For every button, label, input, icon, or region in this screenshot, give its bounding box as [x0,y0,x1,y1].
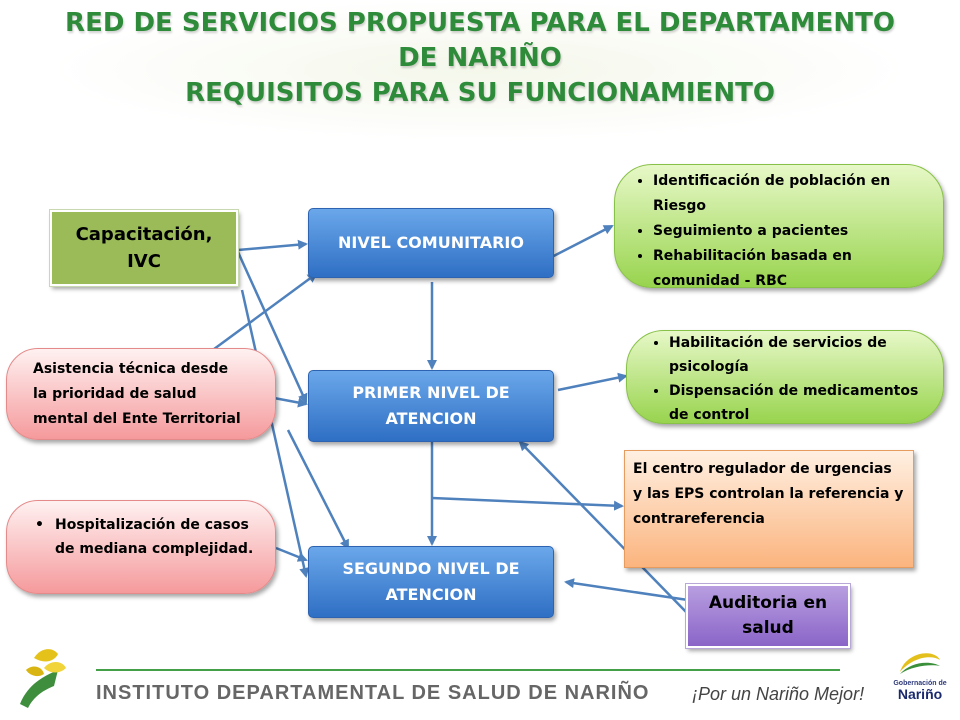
comunitario-action-item: Seguimiento a pacientes [653,219,923,244]
primer-nivel-actions-list: Habilitación de servicios de psicología … [639,331,925,427]
comunitario-actions-box: Identificación de población en Riesgo Se… [614,164,944,289]
arrow-primer-to-green [557,372,628,392]
page-title: RED DE SERVICIOS PROPUESTA PARA EL DEPAR… [40,6,920,111]
gobernacion-logo-line-1: Gobernación de [893,680,947,687]
nivel-comunitario-box: NIVEL COMUNITARIO [308,208,554,278]
centro-regulador-text: El centro regulador de urgencias y las E… [633,461,904,527]
segundo-nivel-box: SEGUNDO NIVEL DE ATENCION [308,546,554,618]
primer-nivel-box: PRIMER NIVEL DE ATENCION [308,370,554,442]
bullet-icon: • [35,517,44,533]
asistencia-line-3: mental del Ente Territorial [33,411,241,427]
auditoria-line-1: Auditoria en [708,593,828,613]
hospitalizacion-box: • Hospitalización de casos de mediana co… [6,500,276,594]
comunitario-actions-list: Identificación de población en Riesgo Se… [623,169,923,294]
primer-nivel-action-item: Habilitación de servicios de psicología [669,331,925,379]
arrow-auditoria-to-primer [518,440,691,617]
auditoria-line-2: salud [742,618,794,638]
asistencia-line-1: Asistencia técnica desde [33,361,229,377]
hospitalizacion-line-1: Hospitalización de casos [55,517,249,533]
capacitacion-line-2: IVC [127,251,161,272]
centro-regulador-box: El centro regulador de urgencias y las E… [624,450,914,568]
arrow-capacitacion-to-segundo [240,289,310,578]
arrow-asistencia-to-comunitario [209,272,318,354]
comunitario-action-item: Rehabilitación basada en comunidad - RBC [653,244,923,294]
capacitacion-line-1: Capacitación, [75,224,213,245]
primer-nivel-action-item: Dispensación de medicamentos de control [669,379,925,427]
footer-divider [96,669,840,671]
arrow-capacitacion-to-primer [236,251,308,404]
segundo-nivel-line-2: ATENCION [385,585,477,604]
arrow-auditoria-to-segundo [564,578,689,602]
asistencia-tecnica-box: Asistencia técnica desde la prioridad de… [6,348,276,440]
segundo-nivel-line-1: SEGUNDO NIVEL DE [342,559,520,578]
primer-nivel-line-1: PRIMER NIVEL DE [352,383,510,402]
institute-logo-icon [14,640,78,716]
arrow-asistencia-to-primer [273,396,308,408]
arrow-to-regulador [431,496,624,511]
title-line-3: REQUISITOS PARA SU FUNCIONAMIENTO [185,78,775,108]
primer-nivel-actions-box: Habilitación de servicios de psicología … [626,330,944,424]
gobernacion-emblem-icon [900,653,940,674]
comunitario-action-item: Identificación de población en Riesgo [653,169,923,219]
arrow-asistencia-to-segundo [286,429,350,550]
footer-slogan: ¡Por un Nariño Mejor! [692,684,865,704]
primer-nivel-line-2: ATENCION [385,409,477,428]
gobernacion-logo: Gobernación de Nariño [888,646,952,701]
nivel-comunitario-label: NIVEL COMUNITARIO [338,233,524,252]
capacitacion-ivc-box: Capacitación, IVC [50,210,238,286]
gobernacion-logo-line-2: Nariño [897,686,943,702]
arrow-hospitalizacion-to-segundo [275,546,308,562]
asistencia-line-2: la prioridad de salud [33,386,197,402]
title-line-1: RED DE SERVICIOS PROPUESTA PARA EL DEPAR… [65,8,895,38]
auditoria-salud-box: Auditoria en salud [686,584,850,648]
arrow-capacitacion-to-comunitario [237,239,308,252]
title-line-2: DE NARIÑO [398,43,562,73]
hospitalizacion-line-2: de mediana complejidad. [55,541,254,557]
footer-institute-name: INSTITUTO DEPARTAMENTAL DE SALUD DE NARI… [96,682,650,704]
title-background [60,0,900,140]
